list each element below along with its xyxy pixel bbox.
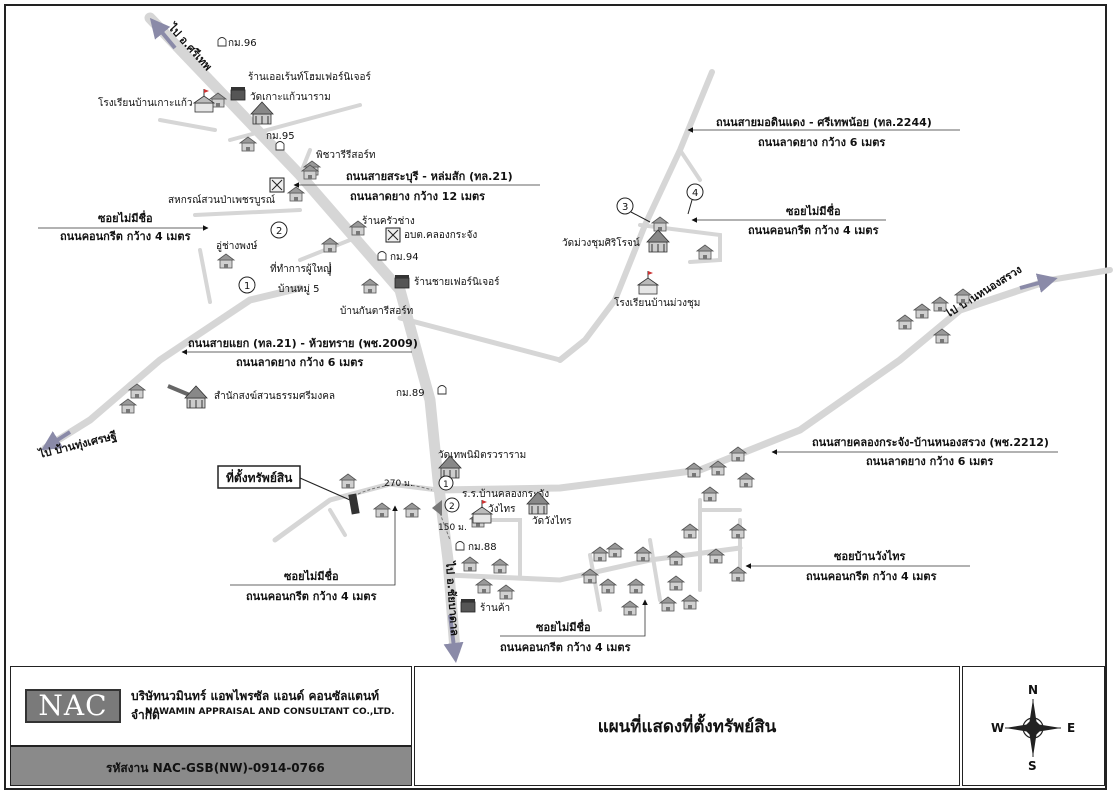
company-panel: NAC บริษัทนวมินทร์ แอพไพรซัล แอนด์ คอนซั… [10,666,412,746]
compass-e: E [1067,721,1076,735]
property-marker [348,493,360,515]
nac-logo: NAC [25,689,121,723]
km95-label: กม.95 [266,131,295,142]
school-ko-kaeo-label: โรงเรียนบ้านเกาะแก้ว [98,96,192,109]
wat-wang-sai-label: วัดวังไทร [532,515,572,527]
km94-label: กม.94 [390,252,419,263]
company-name-thai: บริษัทนวมินทร์ แอพไพรซัล แอนด์ คอนซัลแตน… [131,689,380,722]
marker-2-south: 2 [449,502,455,512]
marker-3: 3 [622,202,628,213]
compass-panel: N S W E [962,666,1105,786]
km89-label: กม.89 [396,388,425,399]
school-muang-chum-label: โรงเรียนบ้านม่วงชุม [614,296,700,309]
soi-s-surface: ถนนคอนกรีต กว้าง 4 เมตร [500,641,631,654]
road2244-name: ถนนสายมอดินแดง - ศรีเทพน้อย (ทล.2244) [716,116,932,129]
shop-label: ร้านค้า [480,602,510,614]
dist-270-label: 270 ม. [384,479,413,489]
road2212-surface: ถนนลาดยาง กว้าง 6 เมตร [866,455,993,468]
road-2244 [557,69,715,363]
km88-label: กม.88 [468,542,497,553]
soi-ne-name: ซอยไม่มีชื่อ [786,203,841,218]
village-5-label: บ้านหมู่ 5 [278,283,320,295]
callouts: ถนนสายสระบุรี - หล่มสัก (ทล.21) ถนนลาดยา… [38,116,1058,654]
job-code: รหัสงาน NAC-GSB(NW)-0914-0766 [106,761,325,775]
soi-wangsai-surface: ถนนคอนกรีต กว้าง 4 เมตร [806,570,937,583]
marker-4: 4 [692,188,698,199]
road-label-chai-badan: ไป อ.ชัยบาดาล [443,559,462,636]
road2212-name: ถนนสายคลองกระจัง-บ้านหนองสรวง (พช.2212) [812,436,1049,449]
wat-muang-chum-label: วัดม่วงชุมศิริโรจน์ [562,236,640,249]
property-label-box [217,465,301,489]
road-network [41,12,1113,656]
kanthari-resort-label: บ้านกันตารีสอร์ท [340,305,413,317]
compass-s: S [1028,759,1037,773]
soi-sw-name: ซอยไม่มีชื่อ [284,568,339,583]
marker-1-south: 1 [443,480,449,490]
marker-2-north: 2 [276,226,282,237]
wat-thep-nimit-label: วัดเทพนิมิตรวราราม [438,450,526,461]
road-2009 [41,284,304,452]
location-map: ไป อ.ศรีเทพ ไป อ.ชัยบาดาล ไป บ้านทุ่งเศร… [35,12,1113,663]
soi-property [272,481,441,543]
repair-shop-label: อู่ช่างพงษ์ [216,240,258,252]
map-title: แผนที่แสดงที่ตั้งทรัพย์สิน [597,717,777,737]
numbered-markers: 1 2 1 2 3 4 [238,183,704,513]
title-panel: แผนที่แสดงที่ตั้งทรัพย์สิน [414,666,960,786]
pichawaree-resort-label: พิชวารีรีสอร์ท [316,149,375,161]
road2009-surface: ถนนลาดยาง กว้าง 6 เมตร [236,356,363,369]
furniture-shop-label: ร้านเออเร้นท์โฮมเฟอร์นิเจอร์ [248,70,372,83]
compass-w: W [991,721,1005,735]
property-location: ที่ตั้งทรัพย์สิน 270 ม. 150 ม. [217,465,467,541]
obt-label: อบต.คลองกระจัง [404,230,477,241]
road-label-thung-setthi: ไป บ้านทุ่งเศรษฐี [35,428,118,462]
soi-ne-surface: ถนนคอนกรีต กว้าง 4 เมตร [748,224,879,237]
dist-150-label: 150 ม. [438,523,467,533]
road2244-surface: ถนนลาดยาง กว้าง 6 เมตร [758,136,885,149]
soi-nw-name: ซอยไม่มีชื่อ [98,210,153,225]
job-code-panel: รหัสงาน NAC-GSB(NW)-0914-0766 [10,746,412,786]
landmarks: กม.96 ร้านเออเร้นท์โฮมเฟอร์นิเจอร์ วัดเก… [98,37,700,614]
village-head-office-label: ที่ทำการผู้ใหญ่ [270,261,332,275]
direction-arrows [41,17,1058,663]
furniture-store-label: ร้านชายเฟอร์นิเจอร์ [414,276,500,288]
wang-sai-label: วังไทร [488,503,516,515]
coop-label: สหกรณ์สวนป่าเพชรบูรณ์ [168,194,275,206]
km96-label: กม.96 [228,38,257,49]
company-name-english: NAWAMIN APPRAISAL AND CONSULTANT CO.,LTD… [145,707,395,717]
hwy21-surface: ถนนลาดยาง กว้าง 12 เมตร [350,190,485,203]
khrua-chang-label: ร้านครัวช่าง [362,215,415,227]
road2009-name: ถนนสายแยก (ทล.21) - ห้วยทราย (พช.2009) [188,337,418,350]
road-2212 [434,276,1054,494]
school-klong-krachang-label: ร.ร.บ้านคลองกระจัง [462,488,549,500]
soi-s-name: ซอยไม่มีชื่อ [536,619,591,634]
compass-rose-icon [1005,699,1061,757]
hwy21-name: ถนนสายสระบุรี - หล่มสัก (ทล.21) [346,170,513,184]
soi-sw-surface: ถนนคอนกรีต กว้าง 4 เมตร [246,590,377,603]
sanak-song-label: สำนักสงฆ์สวนธรรมศรีมงคล [214,390,335,402]
wat-ko-kaeo-label: วัดเกาะแก้วนาราม [250,91,331,103]
soi-nw-surface: ถนนคอนกรีต กว้าง 4 เมตร [60,230,191,243]
soi-wangsai-name: ซอยบ้านวังไทร [834,549,906,563]
compass-n: N [1028,683,1039,697]
marker-1-north: 1 [244,281,250,292]
property-location-label: ที่ตั้งทรัพย์สิน [226,468,293,485]
